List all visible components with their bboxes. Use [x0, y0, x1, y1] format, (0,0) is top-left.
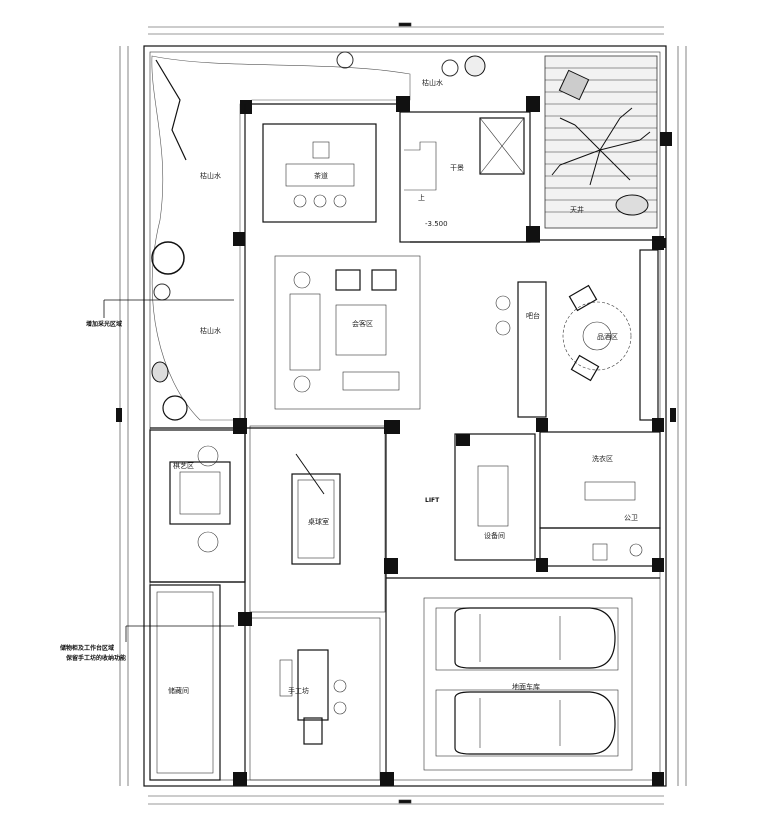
annotation-storage-1: 储物柜及工作台区域	[59, 644, 114, 652]
patio-label: 天井	[570, 205, 584, 214]
tea-room: 茶道	[262, 123, 377, 223]
storage-room: 储藏间	[149, 584, 221, 781]
equipment-room: LIFT 设备间	[425, 433, 536, 561]
outer-walls	[143, 45, 667, 787]
annotations: 增加采光区域 储物柜及工作台区域 保留手工坊的收纳功能	[59, 299, 234, 662]
stone-icon	[153, 283, 171, 301]
annotation-daylight: 增加采光区域	[86, 320, 122, 328]
tea-room-label: 茶道	[314, 171, 328, 180]
columns	[116, 96, 676, 786]
reception-area: 会客区	[274, 255, 421, 410]
dry-landscape-label: 干景	[450, 164, 464, 172]
equipment-label: 设备间	[484, 531, 505, 540]
wc-label: 公卫	[624, 514, 638, 522]
laundry-label: 洗衣区	[592, 454, 613, 463]
patio: 天井	[544, 55, 658, 229]
studio-room: 手工坊	[249, 617, 381, 781]
billiards-label: 桌球室	[308, 517, 329, 526]
landscape-left: 枯山水 枯山水 枯山水	[151, 51, 486, 421]
car-icon	[454, 691, 616, 755]
lift-label: LIFT	[425, 497, 440, 504]
interior-walls	[150, 103, 660, 780]
tree-icon	[551, 107, 651, 186]
landscape-mid-label: 枯山水	[200, 171, 221, 180]
shrub-icon	[162, 395, 188, 421]
landscape-low-label: 枯山水	[200, 326, 221, 335]
storage-label: 储藏间	[168, 686, 189, 695]
bar-label: 吧台	[526, 311, 540, 320]
landscape-north-label: 枯山水	[422, 78, 443, 87]
billiards-room: 桌球室	[249, 425, 386, 613]
stair-up-label: 上	[418, 193, 425, 202]
laundry-wc: 洗衣区 公卫	[539, 431, 661, 567]
level-label: -3.500	[425, 220, 448, 228]
stone-icon	[441, 59, 459, 77]
stair-lift: 上 -3.500 干景	[399, 111, 531, 243]
garage: 地面车库	[423, 597, 633, 771]
bar-tasting: 吧台 品酒区	[495, 249, 659, 421]
reception-label: 会客区	[352, 319, 373, 328]
stone-icon	[464, 55, 486, 77]
shrub-icon	[151, 241, 185, 275]
stone-icon	[151, 361, 169, 383]
stone-icon	[336, 51, 354, 69]
rock-icon	[615, 194, 649, 216]
studio-label: 手工坊	[288, 686, 309, 695]
garage-label: 地面车库	[512, 682, 540, 691]
rock-icon	[558, 69, 590, 101]
chess-room: 棋艺区	[149, 429, 246, 583]
car-icon	[454, 607, 616, 669]
annotation-storage-2: 保留手工坊的收纳功能	[65, 654, 126, 662]
tasting-label: 品酒区	[597, 333, 618, 341]
chess-label: 棋艺区	[173, 461, 194, 470]
